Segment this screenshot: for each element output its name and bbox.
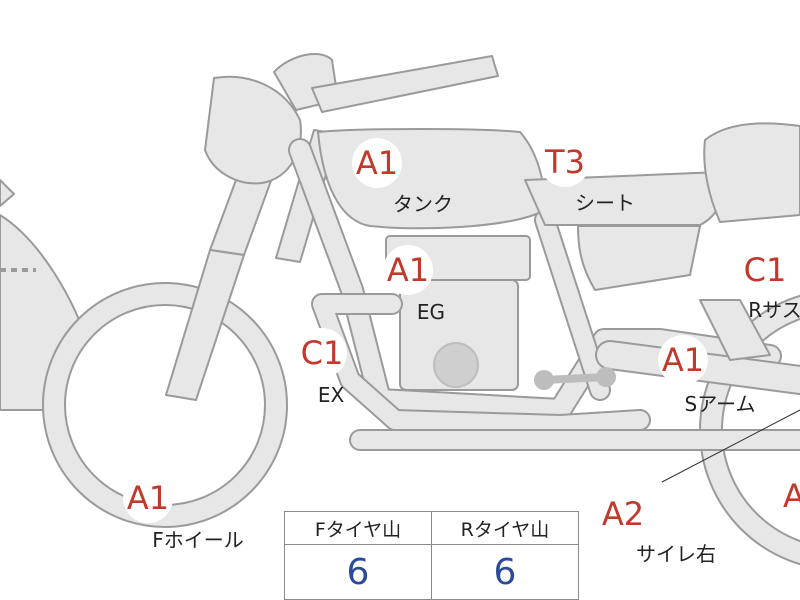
seat-badge: T3 (540, 137, 590, 187)
swingarm-badge: A1 (658, 335, 708, 385)
exhaust-code: C1 (301, 334, 344, 372)
swingarm-label: Sアーム (685, 392, 756, 416)
rear-shock-drawing (699, 299, 771, 361)
tank-code: A1 (356, 144, 398, 182)
rwheel-code: A (783, 477, 800, 515)
muffler-label: サイレ右 (636, 542, 716, 566)
tank-badge: A1 (352, 138, 402, 188)
tread-table-header-row: Fタイヤ山 Rタイヤ山 (284, 511, 579, 545)
frame-drawing (288, 138, 782, 422)
muffler-code: A2 (602, 495, 644, 533)
fwheel-badge: A1 (123, 473, 173, 523)
exhaust-label: EX (318, 383, 345, 407)
fwheel-code: A1 (127, 479, 169, 517)
seat-code: T3 (544, 143, 585, 181)
muffler-leader-line (661, 409, 800, 483)
stand-link-drawing (534, 367, 616, 390)
rear-tread-value: 6 (431, 544, 579, 600)
swingarm-code: A1 (662, 341, 704, 379)
tail-drawing (703, 122, 800, 223)
engine-code: A1 (387, 251, 429, 289)
front-wheel-drawing (42, 282, 288, 528)
front-tread-header: Fタイヤ山 (284, 511, 432, 545)
side-cover-drawing (577, 225, 701, 291)
rwheel-badge: A (778, 471, 800, 521)
rsus-code: C1 (744, 251, 787, 289)
front-fender-drawing (0, 179, 15, 207)
tire-tread-table: Fタイヤ山 Rタイヤ山 6 6 (284, 511, 579, 600)
tank-label: タンク (393, 192, 453, 216)
tread-table-value-row: 6 6 (284, 544, 579, 600)
exhaust-badge: C1 (297, 328, 347, 378)
front-tread-value: 6 (284, 544, 432, 600)
seat-label: シート (575, 191, 635, 215)
rsus-badge: C1 (740, 245, 790, 295)
engine-badge: A1 (383, 245, 433, 295)
engine-label: EG (417, 300, 445, 324)
handlebar-drawing (311, 55, 499, 113)
rsus-label: Rサス (748, 298, 800, 322)
rear-tread-header: Rタイヤ山 (431, 511, 579, 545)
muffler-badge: A2 (598, 489, 648, 539)
fwheel-label: Fホイール (152, 528, 244, 552)
